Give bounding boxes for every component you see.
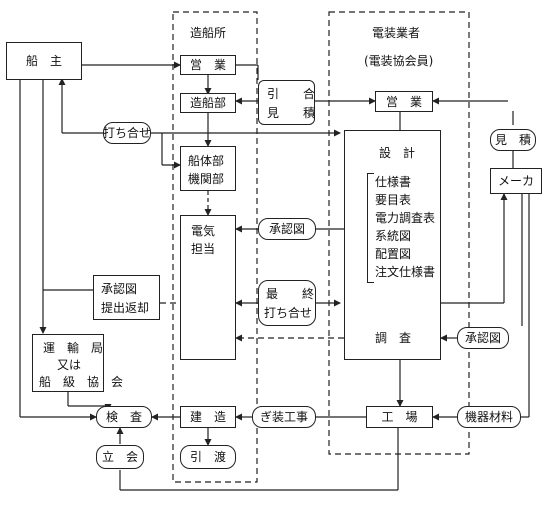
- design-item: 電力調査表: [375, 211, 436, 225]
- electric-dept-box: 電気 担当: [180, 215, 236, 360]
- delivery-label: 引 渡: [189, 450, 226, 464]
- shipbuilding-dept-label: 造船部: [189, 96, 226, 110]
- engine-dept-label: 機関部: [188, 172, 225, 186]
- meeting-node: 打ち合せ: [103, 122, 151, 144]
- design-box: 設 計 仕様書 要目表 電力調査表 系統図 配置図 注文仕様書 調 査: [344, 130, 441, 360]
- inspection-node: 検 査: [96, 406, 152, 428]
- electric-dept-label: 電気: [191, 224, 216, 238]
- final-label: 最 終: [266, 287, 315, 301]
- factory-label: 工 場: [381, 410, 418, 424]
- approval-submit-label: 承認図: [101, 282, 138, 296]
- sales-contractor-label: 営 業: [385, 94, 422, 109]
- shipyard-region: [172, 11, 258, 483]
- construction-box: 建 造: [180, 406, 236, 428]
- design-items-bracket: [367, 173, 374, 283]
- estimate-label: 見 積: [267, 106, 316, 120]
- fitting-work-label: ぎ装工事: [259, 410, 308, 424]
- shipyard-header: 造船所: [190, 26, 227, 40]
- classification-society-label: 船 級 協 会: [39, 375, 124, 389]
- approval-drawing-label: 承認図: [268, 222, 305, 236]
- transport-bureau-label: 運 輸 局: [43, 341, 104, 355]
- design-item: 系統図: [375, 229, 412, 243]
- design-item: 配置図: [375, 247, 412, 261]
- approval-drawing-node: 承認図: [258, 218, 316, 240]
- contractor-header: 電装業者: [372, 26, 421, 40]
- final-meeting-box: 最 終 打ち合せ: [258, 280, 316, 326]
- factory-box: 工 場: [366, 406, 433, 428]
- approval-drawing-maker-label: 承認図: [464, 331, 501, 345]
- estimate-node: 見 積: [490, 129, 536, 151]
- fitting-work-node: ぎ装工事: [252, 406, 316, 428]
- construction-label: 建 造: [189, 410, 226, 424]
- shipbuilding-dept-box: 造船部: [180, 93, 236, 113]
- survey-label: 調 査: [375, 331, 412, 345]
- maker-box: メーカ: [490, 168, 542, 194]
- association-header: (電装協会員): [364, 54, 434, 68]
- equipment-material-label: 機器材料: [464, 410, 513, 424]
- owner-box: 船 主: [6, 42, 82, 80]
- hull-dept-label: 船体部: [188, 154, 225, 168]
- estimate-node-label: 見 積: [494, 133, 531, 147]
- electric-dept-label-2: 担当: [191, 242, 216, 256]
- approval-submit-box: 承認図 提出返却: [93, 275, 160, 320]
- approval-drawing-maker-node: 承認図: [457, 327, 509, 349]
- or-label: 又は: [57, 358, 82, 372]
- design-label: 設 計: [379, 146, 416, 160]
- equipment-material-node: 機器材料: [457, 406, 521, 428]
- sales-shipyard-box: 営 業: [180, 55, 236, 75]
- inspection-label: 検 査: [105, 410, 142, 424]
- hull-engine-box: 船体部 機関部: [180, 146, 236, 191]
- contractor-region: [328, 11, 470, 455]
- sales-contractor-box: 営 業: [375, 91, 433, 112]
- maker-label: メーカ: [497, 174, 534, 188]
- final-meeting-label: 打ち合せ: [264, 306, 313, 320]
- design-item: 注文仕様書: [375, 265, 436, 279]
- witness-label: 立 会: [101, 450, 138, 464]
- design-item: 仕様書: [375, 175, 412, 189]
- owner-label: 船 主: [25, 54, 62, 68]
- meeting-label: 打ち合せ: [103, 126, 152, 140]
- approval-return-label: 提出返却: [101, 301, 150, 315]
- inquiry-estimate-box: 引 合 見 積: [258, 80, 315, 125]
- transport-bureau-box: 運 輸 局 又は 船 級 協 会: [32, 334, 123, 392]
- witness-node: 立 会: [96, 445, 144, 469]
- design-item: 要目表: [375, 193, 412, 207]
- sales-shipyard-label: 営 業: [189, 58, 226, 72]
- inquiry-label: 引 合: [267, 87, 316, 101]
- delivery-node: 引 渡: [180, 445, 236, 469]
